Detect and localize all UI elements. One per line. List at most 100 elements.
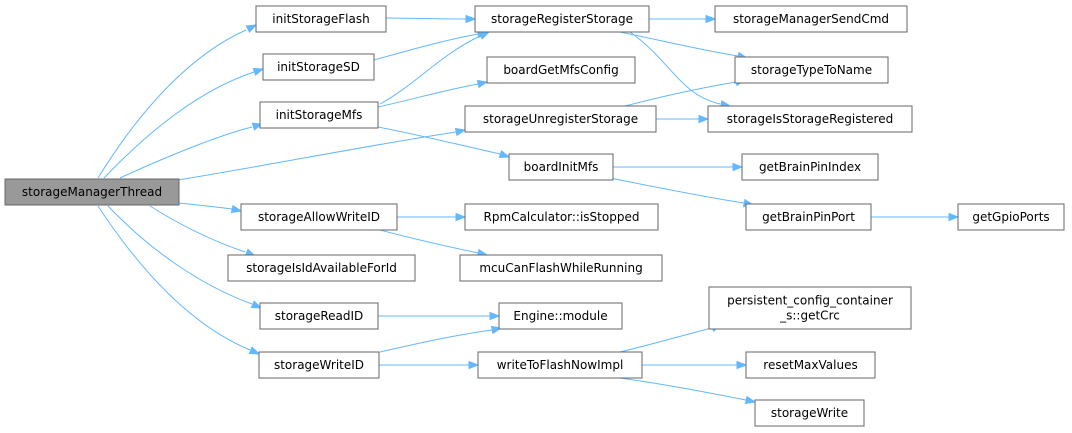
edge-storageAllowWriteID-to-mcuCanFlashWhileRunning bbox=[379, 229, 489, 258]
node-writeToFlashNowImpl[interactable]: writeToFlashNowImpl bbox=[477, 351, 643, 379]
node-storageAllowWriteID[interactable]: storageAllowWriteID bbox=[240, 203, 398, 231]
edge-arrowhead bbox=[732, 162, 744, 172]
node-box bbox=[734, 56, 889, 84]
node-box bbox=[477, 351, 643, 379]
edge-line bbox=[379, 35, 481, 105]
node-storageWriteID[interactable]: storageWriteID bbox=[258, 351, 380, 379]
node-EngineModule[interactable]: Engine::module bbox=[498, 302, 623, 330]
node-label: storageWriteID bbox=[274, 358, 364, 372]
node-box bbox=[745, 351, 876, 379]
edge-arrowhead bbox=[468, 360, 480, 370]
edge-line bbox=[149, 205, 246, 253]
node-storageWrite[interactable]: storageWrite bbox=[754, 399, 865, 427]
edge-line bbox=[177, 131, 457, 181]
edge-storageAllowWriteID-to-RpmCalculatorIsStopped bbox=[397, 212, 467, 222]
edge-arrowhead bbox=[476, 79, 489, 89]
edge-line bbox=[379, 329, 493, 353]
node-box bbox=[957, 203, 1065, 231]
node-label: RpmCalculator::isStopped bbox=[484, 210, 640, 224]
edge-line bbox=[97, 205, 251, 351]
edge-storageManagerThread-to-storageUnregisterStorage bbox=[177, 127, 467, 181]
node-storageTypeToName[interactable]: storageTypeToName bbox=[734, 56, 889, 84]
node-box bbox=[262, 53, 375, 81]
node-getBrainPinPort[interactable]: getBrainPinPort bbox=[745, 203, 872, 231]
edge-storageManagerThread-to-storageReadID bbox=[107, 205, 263, 309]
edge-storageManagerThread-to-storageAllowWriteID bbox=[177, 202, 243, 214]
node-storageIsIdAvailableForId[interactable]: storageIsIdAvailableForId bbox=[227, 254, 416, 282]
node-RpmCalculatorIsStopped[interactable]: RpmCalculator::isStopped bbox=[464, 203, 659, 231]
node-box bbox=[708, 286, 912, 330]
node-boardGetMfsConfig[interactable]: boardGetMfsConfig bbox=[486, 56, 636, 84]
node-storageUnregisterStorage[interactable]: storageUnregisterStorage bbox=[464, 105, 657, 133]
edge-storageRegisterStorage-to-storageIsStorageRegistered bbox=[629, 31, 732, 109]
edge-storageWriteID-to-writeToFlashNowImpl bbox=[379, 360, 480, 370]
edge-line bbox=[103, 71, 255, 179]
node-label: writeToFlashNowImpl bbox=[497, 358, 624, 372]
node-box bbox=[474, 5, 650, 33]
edge-line bbox=[377, 126, 501, 155]
node-label: storageManagerThread bbox=[22, 185, 162, 199]
node-box bbox=[258, 351, 380, 379]
node-label: storageWrite bbox=[771, 406, 848, 420]
edge-arrowhead bbox=[455, 212, 467, 222]
node-storageManagerThread[interactable]: storageManagerThread bbox=[4, 178, 180, 206]
node-box bbox=[464, 105, 657, 133]
node-label: storageReadID bbox=[275, 309, 364, 323]
edge-writeToFlashNowImpl-to-storageWrite bbox=[619, 377, 757, 405]
edge-arrowhead bbox=[250, 300, 263, 309]
edge-initStorageMfs-to-boardInitMfs bbox=[377, 126, 511, 159]
edge-line bbox=[107, 205, 253, 305]
edge-storageRegisterStorage-to-storageTypeToName bbox=[619, 31, 749, 61]
edge-line bbox=[385, 17, 467, 20]
edge-line bbox=[619, 327, 713, 353]
node-mcuCanFlashWhileRunning[interactable]: mcuCanFlashWhileRunning bbox=[459, 254, 663, 282]
edge-arrowhead bbox=[498, 149, 511, 159]
edge-arrowhead bbox=[245, 24, 258, 34]
edge-writeToFlashNowImpl-to-resetMaxValues bbox=[642, 360, 748, 370]
node-getBrainPinIndex[interactable]: getBrainPinIndex bbox=[741, 153, 879, 181]
edge-arrowhead bbox=[698, 114, 710, 124]
node-box bbox=[714, 5, 908, 33]
node-label: initStorageFlash bbox=[272, 12, 369, 26]
edge-arrowhead bbox=[478, 31, 491, 40]
edge-line bbox=[119, 126, 253, 179]
node-initStorageFlash[interactable]: initStorageFlash bbox=[255, 5, 387, 33]
node-boardInitMfs[interactable]: boardInitMfs bbox=[508, 153, 614, 181]
edge-line bbox=[629, 31, 721, 105]
edge-storageManagerThread-to-initStorageSD bbox=[103, 67, 265, 179]
node-label: boardInitMfs bbox=[524, 160, 599, 174]
node-box bbox=[486, 56, 636, 84]
node-persistentConfigGetCrc[interactable]: persistent_config_container_s::getCrc bbox=[708, 286, 912, 330]
edge-writeToFlashNowImpl-to-persistentConfigGetCrc bbox=[619, 323, 723, 353]
edge-arrowhead bbox=[248, 346, 261, 355]
node-resetMaxValues[interactable]: resetMaxValues bbox=[745, 351, 876, 379]
edge-boardInitMfs-to-getBrainPinPort bbox=[609, 177, 755, 208]
edge-line bbox=[177, 202, 233, 210]
edge-storageUnregisterStorage-to-storageTypeToName bbox=[624, 77, 747, 107]
node-storageIsStorageRegistered[interactable]: storageIsStorageRegistered bbox=[707, 105, 913, 133]
node-box bbox=[4, 178, 180, 206]
node-label: storageIsIdAvailableForId bbox=[246, 261, 397, 275]
node-label: storageTypeToName bbox=[751, 63, 872, 77]
node-storageReadID[interactable]: storageReadID bbox=[259, 302, 379, 330]
node-initStorageMfs[interactable]: initStorageMfs bbox=[259, 101, 379, 129]
node-initStorageSD[interactable]: initStorageSD bbox=[262, 53, 375, 81]
edge-arrowhead bbox=[465, 14, 477, 24]
edge-line bbox=[377, 83, 479, 108]
edge-arrowhead bbox=[736, 360, 748, 370]
node-storageManagerSendCmd[interactable]: storageManagerSendCmd bbox=[714, 5, 908, 33]
node-getGpioPorts[interactable]: getGpioPorts bbox=[957, 203, 1065, 231]
edge-storageRegisterStorage-to-storageManagerSendCmd bbox=[649, 14, 717, 24]
edge-arrowhead bbox=[744, 395, 757, 405]
node-label: initStorageMfs bbox=[276, 108, 363, 122]
edge-initStorageFlash-to-storageRegisterStorage bbox=[385, 14, 477, 24]
node-storageRegisterStorage[interactable]: storageRegisterStorage bbox=[474, 5, 650, 33]
node-box bbox=[745, 203, 872, 231]
node-box bbox=[259, 101, 379, 129]
node-label: getBrainPinPort bbox=[762, 210, 855, 224]
edge-line bbox=[609, 177, 745, 204]
node-label: getGpioPorts bbox=[972, 210, 1049, 224]
node-label: getBrainPinIndex bbox=[759, 160, 861, 174]
node-box bbox=[255, 5, 387, 33]
